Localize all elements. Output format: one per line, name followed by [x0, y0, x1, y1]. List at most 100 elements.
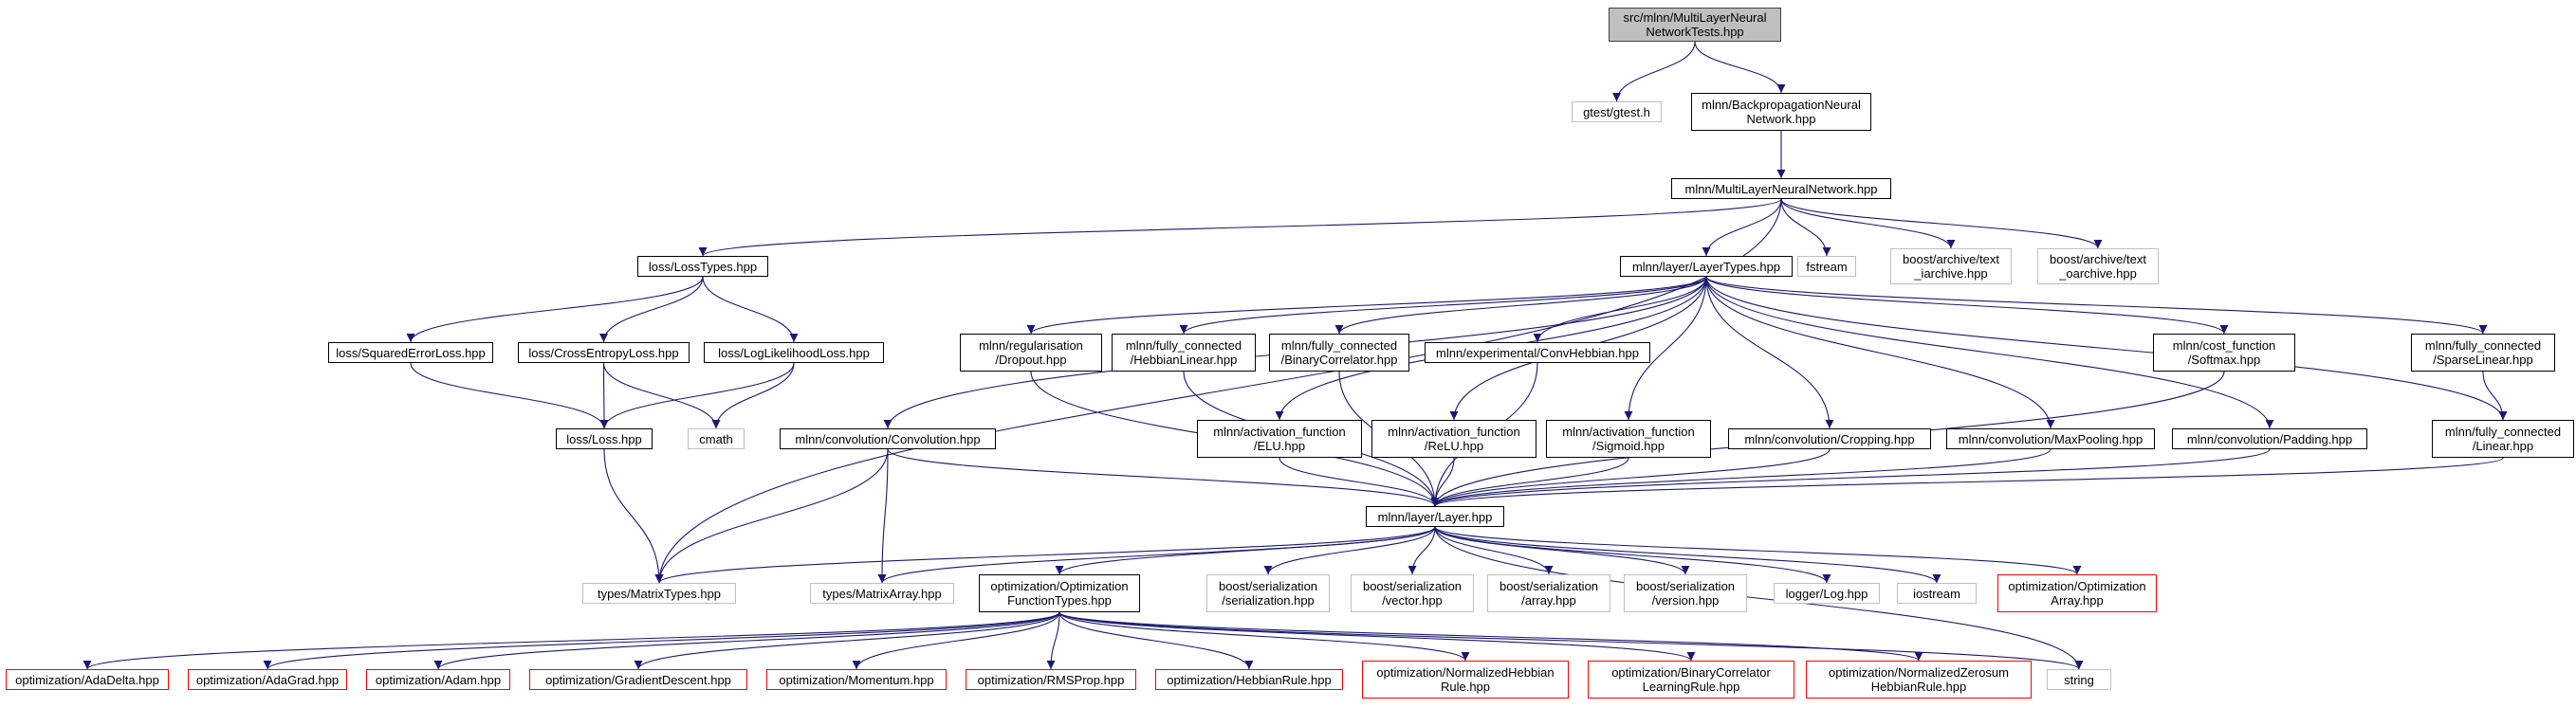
- edge-layer-to-iostream: [1434, 526, 1941, 584]
- edge-layer-to-optfunc: [1055, 526, 1436, 575]
- edge-conv-to-layer: [887, 448, 1440, 507]
- edge-layertypes-to-linear: [1705, 276, 2508, 421]
- edge-layer-to-optarr: [1434, 526, 2082, 575]
- edge-optfunc-to-adagrad: [263, 611, 1060, 670]
- edge-sqerr-to-loss: [410, 362, 609, 429]
- edge-mlnn-to-mattypes: [654, 198, 1782, 584]
- edge-maxpool-to-layer: [1430, 448, 2052, 507]
- node-linear[interactable]: mlnn/fully_connected /Linear.hpp: [2432, 420, 2574, 458]
- node-gtest[interactable]: gtest/gtest.h: [1572, 101, 1662, 122]
- node-sigmoid[interactable]: mlnn/activation_function /Sigmoid.hpp: [1546, 420, 1711, 458]
- node-max-pooling[interactable]: mlnn/convolution/MaxPooling.hpp: [1946, 428, 2155, 449]
- node-convolution[interactable]: mlnn/convolution/Convolution.hpp: [780, 428, 996, 449]
- edge-sigmoid-to-layer: [1430, 457, 1629, 507]
- edge-layer-to-mattypes: [654, 526, 1436, 584]
- node-backpropagation-neural-network[interactable]: mlnn/BackpropagationNeural Network.hpp: [1691, 93, 1871, 131]
- edge-layer-to-log: [1434, 526, 1831, 584]
- node-elu[interactable]: mlnn/activation_function /ELU.hpp: [1197, 420, 1362, 458]
- node-matrix-array[interactable]: types/MatrixArray.hpp: [810, 583, 954, 604]
- node-padding[interactable]: mlnn/convolution/Padding.hpp: [2172, 428, 2367, 449]
- node-root-multilayer-neural-network-tests: src/mlnn/MultiLayerNeural NetworkTests.h…: [1609, 8, 1781, 42]
- edge-padding-to-layer: [1430, 448, 2271, 507]
- node-boost-serialization[interactable]: boost/serialization /serialization.hpp: [1206, 574, 1330, 612]
- node-binary-correlator[interactable]: mlnn/fully_connected /BinaryCorrelator.h…: [1269, 334, 1409, 372]
- edge-layertypes-to-hebblin: [1179, 276, 1707, 335]
- node-loss[interactable]: loss/Loss.hpp: [556, 428, 653, 449]
- edge-optfunc-to-hebbrule: [1058, 611, 1254, 670]
- node-string[interactable]: string: [2047, 669, 2111, 690]
- node-rmsprop[interactable]: optimization/RMSProp.hpp: [966, 669, 1136, 690]
- node-sparse-linear[interactable]: mlnn/fully_connected /SparseLinear.hpp: [2411, 334, 2555, 372]
- node-squared-error-loss[interactable]: loss/SquaredErrorLoss.hpp: [328, 342, 493, 363]
- node-hebbian-linear[interactable]: mlnn/fully_connected /HebbianLinear.hpp: [1112, 334, 1256, 372]
- edge-loglik-to-cmath: [711, 362, 795, 429]
- node-multilayer-neural-network[interactable]: mlnn/MultiLayerNeuralNetwork.hpp: [1671, 178, 1891, 199]
- node-gradient-descent[interactable]: optimization/GradientDescent.hpp: [529, 669, 747, 690]
- edge-layertypes-to-sparselin: [1705, 276, 2488, 335]
- edge-layer-to-bs_ser: [1263, 526, 1436, 575]
- node-optimization-function-types[interactable]: optimization/Optimization FunctionTypes.…: [979, 574, 1140, 612]
- node-boost-serialization-vector[interactable]: boost/serialization /vector.hpp: [1351, 574, 1474, 612]
- node-logger-log[interactable]: logger/Log.hpp: [1774, 583, 1880, 604]
- edge-crossent-to-cmath: [602, 362, 721, 429]
- node-layer-types[interactable]: mlnn/layer/LayerTypes.hpp: [1620, 256, 1793, 277]
- node-iostream[interactable]: iostream: [1897, 583, 1977, 604]
- node-matrix-types[interactable]: types/MatrixTypes.hpp: [582, 583, 736, 604]
- edge-optfunc-to-graddesc: [634, 611, 1060, 670]
- edge-conv-to-matarray: [877, 448, 889, 584]
- node-normalized-hebbian-rule[interactable]: optimization/NormalizedHebbian Rule.hpp: [1362, 661, 1569, 699]
- edge-optfunc-to-normzero: [1058, 611, 1923, 662]
- node-relu[interactable]: mlnn/activation_function /ReLU.hpp: [1371, 420, 1536, 458]
- node-cmath[interactable]: cmath: [688, 428, 745, 449]
- node-hebbian-rule[interactable]: optimization/HebbianRule.hpp: [1155, 669, 1343, 690]
- node-binary-correlator-learning-rule[interactable]: optimization/BinaryCorrelator LearningRu…: [1588, 661, 1794, 699]
- edge-linear-to-layer: [1430, 457, 2504, 507]
- edge-losstypes-to-loglik: [702, 276, 799, 343]
- edge-sparselin-to-linear: [2482, 371, 2508, 421]
- edge-layertypes-to-dropout: [1026, 276, 1707, 335]
- edge-optfunc-to-adam: [433, 611, 1060, 670]
- node-optimization-array[interactable]: optimization/Optimization Array.hpp: [1997, 574, 2157, 612]
- edge-root-to-gtest: [1612, 41, 1696, 102]
- edge-loglik-to-loss: [599, 362, 795, 429]
- edge-mlnn-to-layertypes: [1702, 198, 1782, 257]
- edge-layertypes-to-softmax: [1705, 276, 2229, 335]
- node-ada-delta[interactable]: optimization/AdaDelta.hpp: [6, 669, 169, 690]
- edge-layertypes-to-convhebb: [1533, 276, 1707, 343]
- node-adam[interactable]: optimization/Adam.hpp: [366, 669, 510, 690]
- edge-layertypes-to-bincorr: [1334, 276, 1707, 335]
- node-dropout[interactable]: mlnn/regularisation /Dropout.hpp: [960, 334, 1102, 372]
- node-cross-entropy-loss[interactable]: loss/CrossEntropyLoss.hpp: [518, 342, 690, 363]
- node-normalized-zerosum-hebbian-rule[interactable]: optimization/NormalizedZerosum HebbianRu…: [1806, 661, 2032, 699]
- edge-mlnn-to-boost_toa: [1780, 198, 2103, 249]
- edge-losstypes-to-crossent: [599, 276, 704, 343]
- node-softmax[interactable]: mlnn/cost_function /Softmax.hpp: [2153, 334, 2295, 372]
- node-cropping[interactable]: mlnn/convolution/Cropping.hpp: [1728, 428, 1931, 449]
- edge-cropping-to-layer: [1430, 448, 1831, 507]
- edge-optfunc-to-rmsprop: [1046, 611, 1060, 670]
- node-boost-serialization-version[interactable]: boost/serialization /version.hpp: [1624, 574, 1747, 612]
- node-ada-grad[interactable]: optimization/AdaGrad.hpp: [188, 669, 347, 690]
- node-momentum[interactable]: optimization/Momentum.hpp: [766, 669, 947, 690]
- node-loss-types[interactable]: loss/LossTypes.hpp: [637, 256, 768, 277]
- edge-layer-to-bs_ver: [1434, 526, 1690, 575]
- node-boost-text-oarchive[interactable]: boost/archive/text _oarchive.hpp: [2037, 248, 2159, 284]
- edge-elu-to-layer: [1279, 457, 1440, 507]
- edge-layer-to-string: [1434, 526, 2084, 670]
- node-conv-hebbian[interactable]: mlnn/experimental/ConvHebbian.hpp: [1425, 342, 1650, 363]
- edge-optfunc-to-momentum: [852, 611, 1060, 670]
- edge-mlnn-to-losstypes: [698, 198, 1782, 257]
- edge-loss-to-mattypes: [603, 448, 664, 584]
- node-layer[interactable]: mlnn/layer/Layer.hpp: [1366, 506, 1504, 527]
- node-boost-serialization-array[interactable]: boost/serialization /array.hpp: [1487, 574, 1610, 612]
- edge-root-to-bpnn: [1694, 41, 1786, 94]
- edge-mlnn-to-boost_tia: [1780, 198, 1956, 249]
- node-fstream[interactable]: fstream: [1797, 256, 1856, 277]
- node-log-likelihood-loss[interactable]: loss/LogLikelihoodLoss.hpp: [704, 342, 884, 363]
- edge-layertypes-to-maxpool: [1705, 276, 2055, 429]
- edge-optfunc-to-normhebb: [1058, 611, 1470, 662]
- edge-conv-to-mattypes: [654, 448, 889, 584]
- node-boost-text-iarchive[interactable]: boost/archive/text _iarchive.hpp: [1890, 248, 2012, 284]
